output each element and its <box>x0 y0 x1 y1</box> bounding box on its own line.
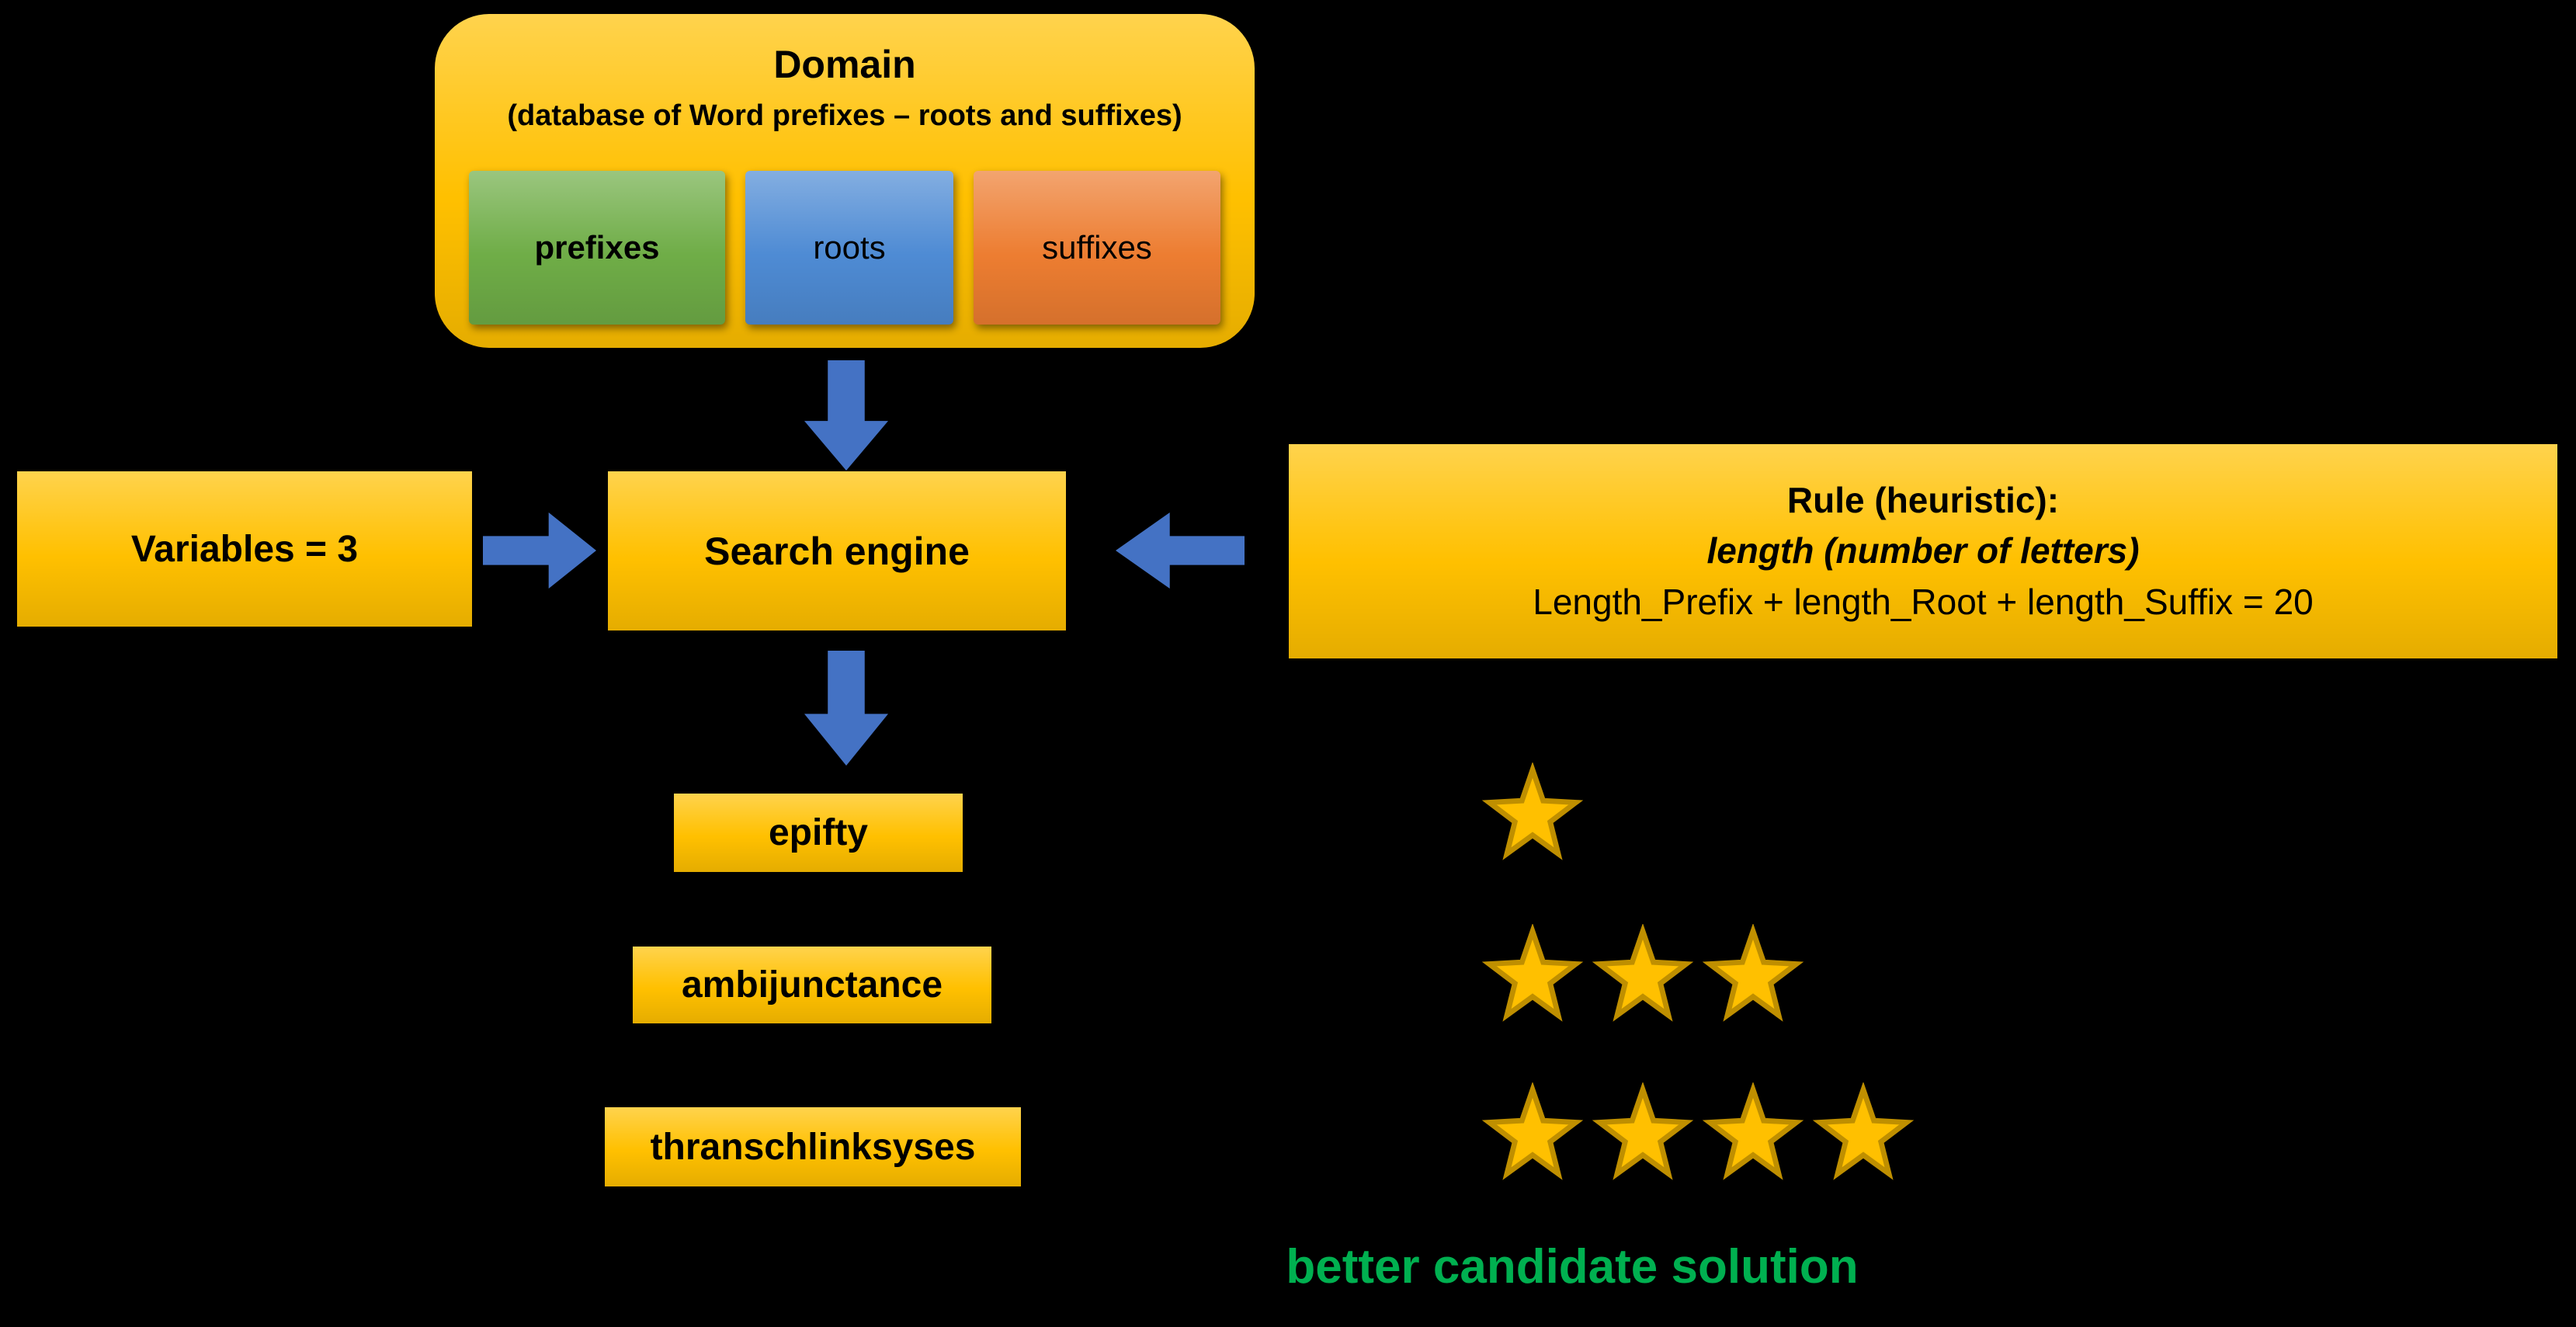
result-word: ambijunctance <box>681 964 943 1006</box>
variables-label: Variables = 3 <box>130 528 359 570</box>
star-icon <box>1702 1082 1804 1180</box>
star-row <box>1481 924 1804 1023</box>
rule-line-1: Rule (heuristic): <box>1786 480 2060 521</box>
star-icon <box>1481 924 1584 1022</box>
rule-box: Rule (heuristic): length (number of lett… <box>1289 444 2557 658</box>
result-box-ambijunctance: ambijunctance <box>633 947 991 1023</box>
suffixes-box: suffixes <box>974 171 1220 325</box>
caption-better-candidate: better candidate solution <box>1286 1240 1859 1294</box>
prefixes-box: prefixes <box>469 171 725 325</box>
arrow-domain-to-search <box>804 360 888 471</box>
star-icon <box>1592 924 1694 1022</box>
result-word: epifty <box>768 812 868 853</box>
rule-line-2: length (number of letters) <box>1706 530 2140 571</box>
roots-box: roots <box>745 171 953 325</box>
suffixes-label: suffixes <box>1042 229 1152 266</box>
star-icon <box>1481 763 1584 860</box>
domain-box: Domain (database of Word prefixes – root… <box>435 14 1255 348</box>
variables-box: Variables = 3 <box>17 471 472 627</box>
result-box-epifty: epifty <box>674 794 963 872</box>
domain-chips: prefixes roots suffixes <box>435 171 1255 325</box>
search-engine-label: Search engine <box>704 529 970 573</box>
star-icon <box>1812 1082 1915 1180</box>
star-row <box>1481 1082 1915 1182</box>
prefixes-label: prefixes <box>534 229 660 266</box>
star-icon <box>1592 1082 1694 1180</box>
rule-line-3: Length_Prefix + length_Root + length_Suf… <box>1533 581 2314 622</box>
arrow-rule-to-search <box>1116 512 1245 589</box>
star-icon <box>1702 924 1804 1022</box>
star-row <box>1481 763 1584 862</box>
roots-label: roots <box>813 229 886 266</box>
result-word: thranschlinksyses <box>650 1126 976 1168</box>
domain-subtitle: (database of Word prefixes – roots and s… <box>507 99 1182 132</box>
arrow-variables-to-search <box>483 512 596 589</box>
result-box-thranschlinksyses: thranschlinksyses <box>605 1107 1021 1186</box>
search-engine-box: Search engine <box>608 471 1066 630</box>
domain-title: Domain <box>773 43 916 86</box>
arrow-search-to-results <box>804 651 888 766</box>
star-icon <box>1481 1082 1584 1180</box>
